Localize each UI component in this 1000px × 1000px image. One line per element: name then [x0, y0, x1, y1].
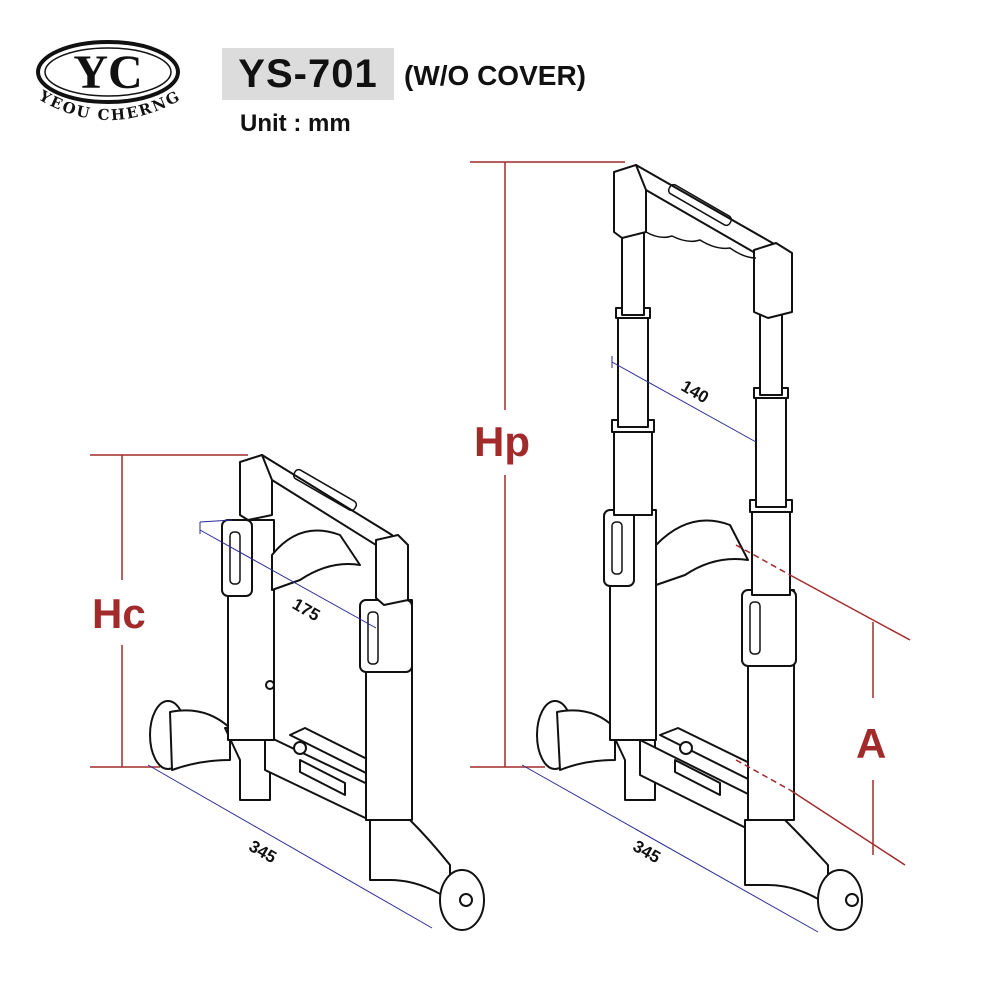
left-wheel-left [149, 700, 231, 771]
brand-mark: YC [73, 46, 142, 99]
width-label-140: 140 [678, 377, 712, 408]
right-wheel-left [536, 700, 616, 771]
model-box: YS-701 [222, 48, 394, 100]
right-base-plate [639, 727, 769, 831]
right-mid-pole-left [613, 424, 653, 516]
variant-label: (W/O COVER) [404, 60, 586, 91]
brand-logo: YC YEOU CHERNG [28, 30, 188, 140]
base-label-left: 345 [246, 836, 280, 867]
right-inner-pole-right [755, 391, 787, 508]
right-base-bracket-right [744, 819, 829, 906]
right-mid-pole-right [751, 504, 791, 596]
base-guide-right [521, 764, 819, 933]
left-handle-cap-right [375, 534, 409, 606]
hc-label: Hc [92, 590, 146, 637]
width-guide-140 [611, 356, 757, 443]
extended-trolley: 140 A 345 Hp [470, 161, 911, 933]
model-number: YS-701 [238, 51, 378, 96]
a-label: A [856, 720, 886, 767]
base-label-right: 345 [630, 836, 664, 867]
unit-label: Unit : mm [240, 110, 351, 137]
width-guide-175 [199, 519, 377, 629]
collapsed-trolley: 175 345 Hc [90, 454, 485, 931]
right-wheel-right [817, 869, 863, 931]
a-dimension [735, 544, 911, 866]
base-guide-left [147, 764, 433, 929]
left-base-bracket-right [369, 819, 451, 901]
hp-label: Hp [474, 418, 530, 465]
right-inner-pole-left [617, 311, 649, 428]
hc-dimension [90, 454, 248, 768]
hp-dimension [470, 161, 625, 768]
right-handle-cap-right [753, 242, 793, 319]
left-wheel-right [439, 869, 485, 931]
width-label-175: 175 [289, 594, 323, 625]
